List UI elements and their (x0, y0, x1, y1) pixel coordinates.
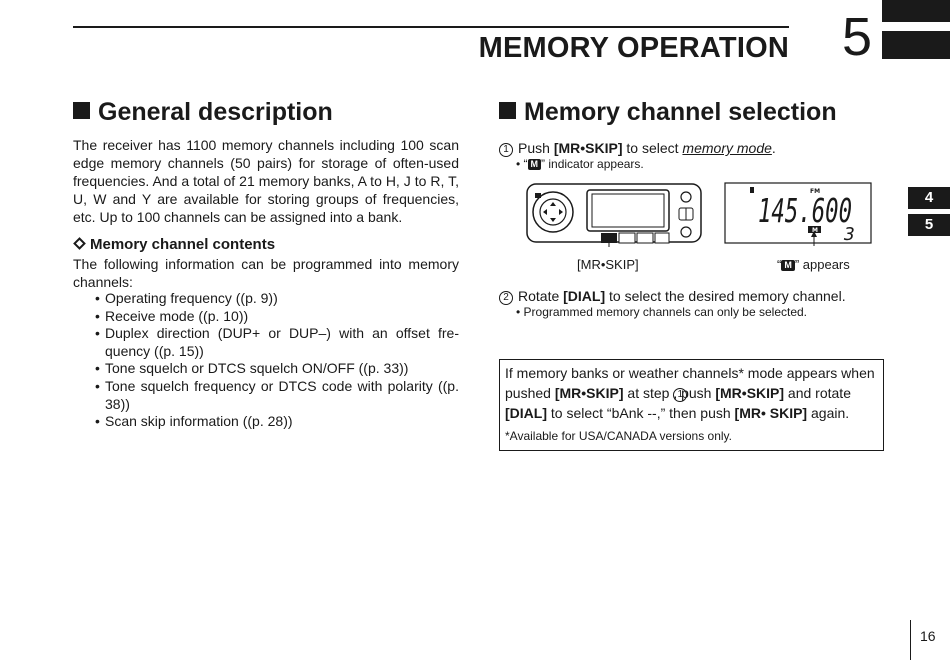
list-item: Receive mode ((p. 10)) (95, 308, 459, 326)
step-1-note: • “M” indicator appears. (516, 157, 644, 171)
memory-contents-list: Operating frequency ((p. 9)) Receive mod… (95, 290, 459, 431)
m-indicator-icon: M (781, 260, 795, 271)
square-bullet-icon (73, 102, 90, 119)
list-item: Operating frequency ((p. 9)) (95, 290, 459, 308)
lcd-channel-number: 3 (843, 224, 855, 245)
availability-footnote: *Available for USA/CANADA versions only. (505, 429, 732, 443)
list-item: Duplex direction (DUP+ or DUP–) with an … (95, 325, 459, 360)
lcd-frequency: 145.600 (758, 191, 852, 230)
step-2-note: • Programmed memory channels can only be… (516, 305, 808, 319)
mr-skip-caption: [MR•SKIP] (577, 257, 639, 272)
list-item: Tone squelch frequency or DTCS code with… (95, 378, 459, 413)
list-item: Scan skip information ((p. 28)) (95, 413, 459, 431)
bank-info-text: If memory banks or weather channels* mod… (505, 365, 875, 421)
step-number-badge: 2 (499, 291, 513, 305)
key-dial: [DIAL] (563, 288, 606, 304)
memory-contents-intro: The following information can be program… (73, 256, 459, 290)
general-description-heading: General description (73, 98, 333, 127)
general-description-text: The receiver has 1100 memory channels in… (73, 137, 459, 225)
side-tab-5[interactable]: 5 (908, 214, 950, 236)
lcd-m-indicator: M (812, 227, 818, 234)
key-mr-skip: [MR•SKIP] (553, 140, 623, 156)
square-bullet-icon (499, 102, 516, 119)
chapter-number: 5 (842, 7, 873, 67)
chapter-tab-bar-top (882, 0, 950, 22)
m-appears-caption: “M” appears (777, 257, 850, 272)
memory-channel-selection-heading: Memory channel selection (499, 98, 837, 127)
chapter-tab-bar-bottom (882, 31, 950, 59)
mr-skip-key[interactable] (601, 233, 617, 243)
lcd-fm-label: FM (810, 188, 820, 195)
diamond-icon (73, 237, 86, 250)
step-number-badge: 1 (499, 143, 513, 157)
list-item: Tone squelch or DTCS squelch ON/OFF ((p.… (95, 360, 459, 378)
chapter-title: MEMORY OPERATION (478, 32, 789, 64)
radio-front-panel-illustration (526, 183, 702, 247)
memory-mode-link[interactable]: memory mode (682, 140, 772, 156)
bank-info-box: If memory banks or weather channels* mod… (499, 359, 884, 451)
page-number-rule (910, 620, 911, 660)
header-rule (73, 26, 789, 28)
m-indicator-icon: M (527, 159, 542, 170)
lcd-display-illustration: FM 145.600 M 3 (724, 182, 872, 246)
step-number-badge: 1 (673, 388, 688, 402)
memory-channel-contents-heading: Memory channel contents (73, 236, 275, 253)
side-tab-4[interactable]: 4 (908, 187, 950, 209)
page-number: 16 (920, 628, 936, 644)
